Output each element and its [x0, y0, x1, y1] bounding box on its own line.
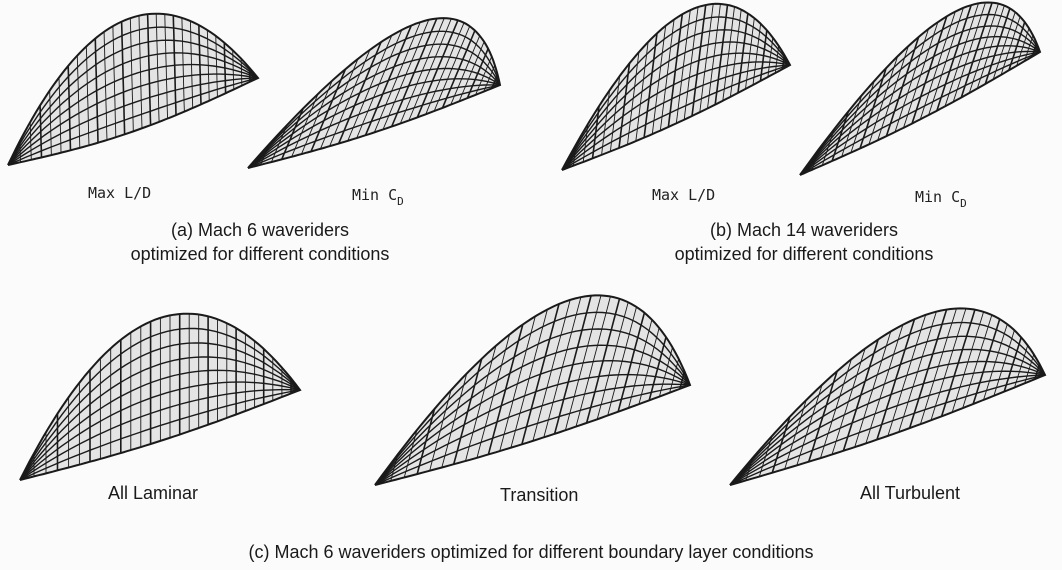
streamline — [374, 383, 691, 486]
caption-panel-b: (b) Mach 14 waveriders optimized for dif… — [604, 218, 1004, 266]
streamline — [19, 356, 301, 481]
streamline — [561, 29, 791, 171]
streamline — [7, 39, 259, 166]
streamline — [374, 359, 691, 486]
streamline — [561, 61, 791, 171]
streamline — [729, 321, 1046, 486]
label-min-cd-main: Min C — [352, 186, 398, 204]
streamline — [7, 77, 259, 166]
label-min-cd-sub: D — [960, 197, 967, 210]
caption-panel-a: (a) Mach 6 waveriders optimized for diff… — [60, 218, 460, 266]
waverider-mach14-min-cd — [799, 1, 1042, 176]
streamline — [799, 35, 1041, 176]
streamline — [561, 52, 791, 171]
streamline — [19, 381, 301, 481]
label-min-cd-mach14: Min CD — [915, 188, 967, 210]
streamline — [799, 25, 1041, 176]
streamline — [247, 84, 501, 169]
label-min-cd-mach6: Min CD — [352, 186, 404, 208]
streamline — [799, 44, 1041, 176]
streamline — [561, 41, 791, 171]
label-all-turbulent: All Turbulent — [860, 483, 961, 503]
streamline — [799, 51, 1041, 176]
streamline — [374, 384, 691, 486]
streamline — [561, 64, 791, 171]
caption-b-line2: optimized for different conditions — [674, 244, 934, 264]
streamline — [19, 389, 301, 481]
streamline — [561, 16, 791, 171]
streamline — [799, 13, 1041, 176]
streamline — [729, 374, 1046, 486]
streamline — [729, 370, 1046, 486]
caption-a-line2: optimized for different conditions — [130, 244, 390, 264]
streamline — [247, 55, 501, 169]
caption-panel-c: (c) Mach 6 waveriders optimized for diff… — [248, 542, 814, 562]
streamline — [374, 328, 691, 486]
waverider-all-laminar — [19, 312, 302, 481]
streamline — [19, 369, 301, 481]
streamline — [7, 73, 259, 166]
waverider-mach14-max-ld — [561, 2, 792, 171]
streamline — [374, 344, 691, 486]
streamline — [247, 67, 501, 169]
streamline — [799, 50, 1041, 176]
label-min-cd-main: Min C — [915, 188, 961, 206]
label-transition: Transition — [500, 485, 579, 505]
streamline — [7, 77, 259, 166]
streamline — [247, 84, 501, 169]
streamline — [19, 327, 301, 481]
streamline — [19, 388, 301, 481]
streamline — [247, 30, 501, 169]
streamline — [729, 360, 1046, 486]
waverider-mach6-min-cd — [247, 17, 502, 169]
waverider-transition — [374, 294, 692, 486]
streamline — [729, 348, 1046, 486]
streamline — [19, 342, 301, 481]
streamline — [7, 26, 259, 166]
waverider-mach6-max-ld — [7, 12, 260, 166]
streamline — [799, 51, 1041, 176]
streamline — [374, 373, 691, 486]
streamline — [247, 43, 501, 169]
streamline — [7, 52, 259, 166]
streamline — [374, 311, 691, 486]
streamline — [729, 335, 1046, 486]
label-min-cd-sub: D — [397, 195, 404, 208]
label-all-laminar: All Laminar — [108, 483, 199, 503]
streamline — [561, 64, 791, 171]
label-max-ld-mach6: Max L/D — [88, 184, 152, 202]
streamline — [729, 374, 1046, 486]
caption-b-line1: (b) Mach 14 waveriders — [709, 220, 899, 240]
streamline — [7, 63, 259, 166]
label-max-ld-mach14: Max L/D — [652, 186, 716, 204]
waverider-all-turbulent — [729, 307, 1047, 486]
caption-a-line1: (a) Mach 6 waveriders — [170, 220, 350, 240]
streamline — [247, 78, 501, 169]
